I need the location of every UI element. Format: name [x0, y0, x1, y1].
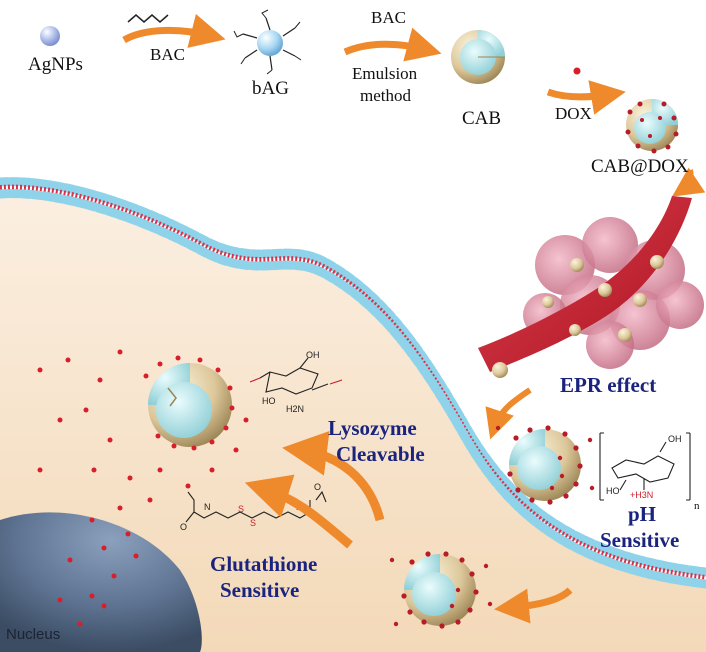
dox-drug-dot: [573, 67, 581, 75]
internalized-nanoparticle-dox: [389, 551, 493, 629]
label-bag: bAG: [252, 78, 289, 99]
arrow-to-internalized-particle: [494, 587, 573, 624]
label-emulsion: Emulsion: [352, 64, 418, 83]
nucleus: [0, 512, 202, 652]
chem-o1: O: [180, 522, 187, 532]
label-lysozyme: Lysozyme: [328, 416, 417, 440]
label-glutathione-sensitive: Sensitive: [220, 578, 300, 602]
chem-oh-lys: OH: [306, 350, 320, 360]
lysozyme-bond-left: [249, 377, 261, 383]
chem-o2: O: [314, 482, 321, 492]
vessel-nanoparticles: [492, 255, 664, 378]
chem-ho-lys: HO: [262, 396, 276, 406]
label-bac-1: BAC: [150, 45, 185, 64]
internalized-nanoparticle: [404, 554, 476, 626]
label-dox: DOX: [555, 104, 592, 123]
label-cleavable: Cleavable: [336, 442, 425, 466]
cell-membrane: [0, 177, 706, 589]
label-ph-sensitive: Sensitive: [600, 528, 680, 552]
label-cab-dox: CAB@DOX: [591, 156, 689, 177]
chem-nh3: +H3N: [630, 490, 653, 500]
ph-nanoparticle-dox: [495, 425, 595, 505]
lysozyme-bond-right: [329, 379, 343, 385]
chem-h2n-lys: H2N: [286, 404, 304, 414]
bag-particle: [233, 9, 302, 75]
chem-ho: HO: [606, 486, 620, 496]
chem-s2: S: [250, 518, 256, 528]
label-agnps: AgNPs: [28, 54, 83, 75]
arrow-epr-to-ph: [485, 387, 532, 440]
label-ph: pH: [628, 502, 657, 526]
ph-nanoparticle: [509, 429, 581, 501]
label-n-subscript: n: [694, 500, 700, 512]
released-dox: [37, 349, 249, 627]
arrow-bag-to-cab: [343, 27, 442, 62]
arrow-cabdox-to-vessel: [672, 167, 706, 197]
arrow-glutathione: [244, 474, 353, 549]
label-nucleus: Nucleus: [6, 626, 61, 643]
label-glutathione: Glutathione: [210, 552, 318, 576]
cab-dox-drug-dots: [625, 101, 679, 154]
degraded-nanoparticle: [148, 363, 232, 447]
cell-interior: [0, 189, 706, 652]
cab-dox-particle: [626, 99, 678, 151]
label-method: method: [360, 86, 411, 105]
chem-oh: OH: [668, 434, 682, 444]
label-bac-2: BAC: [371, 8, 406, 27]
chem-s1: S: [238, 504, 244, 514]
arrow-lysozyme: [282, 431, 385, 522]
arrow-agnps-to-bag: [122, 13, 226, 48]
label-cab: CAB: [462, 108, 502, 129]
cab-particle: [451, 30, 505, 84]
bac-molecule-icon: [127, 14, 169, 23]
chitosan-structure: [599, 432, 691, 501]
chem-n1: N: [204, 502, 211, 512]
blood-vessel: [478, 196, 692, 372]
label-epr-effect: EPR effect: [560, 373, 657, 397]
agnp-particle: [40, 26, 60, 46]
arrow-cab-to-cabdox: [546, 80, 626, 115]
lysozyme-structure: [259, 357, 329, 395]
